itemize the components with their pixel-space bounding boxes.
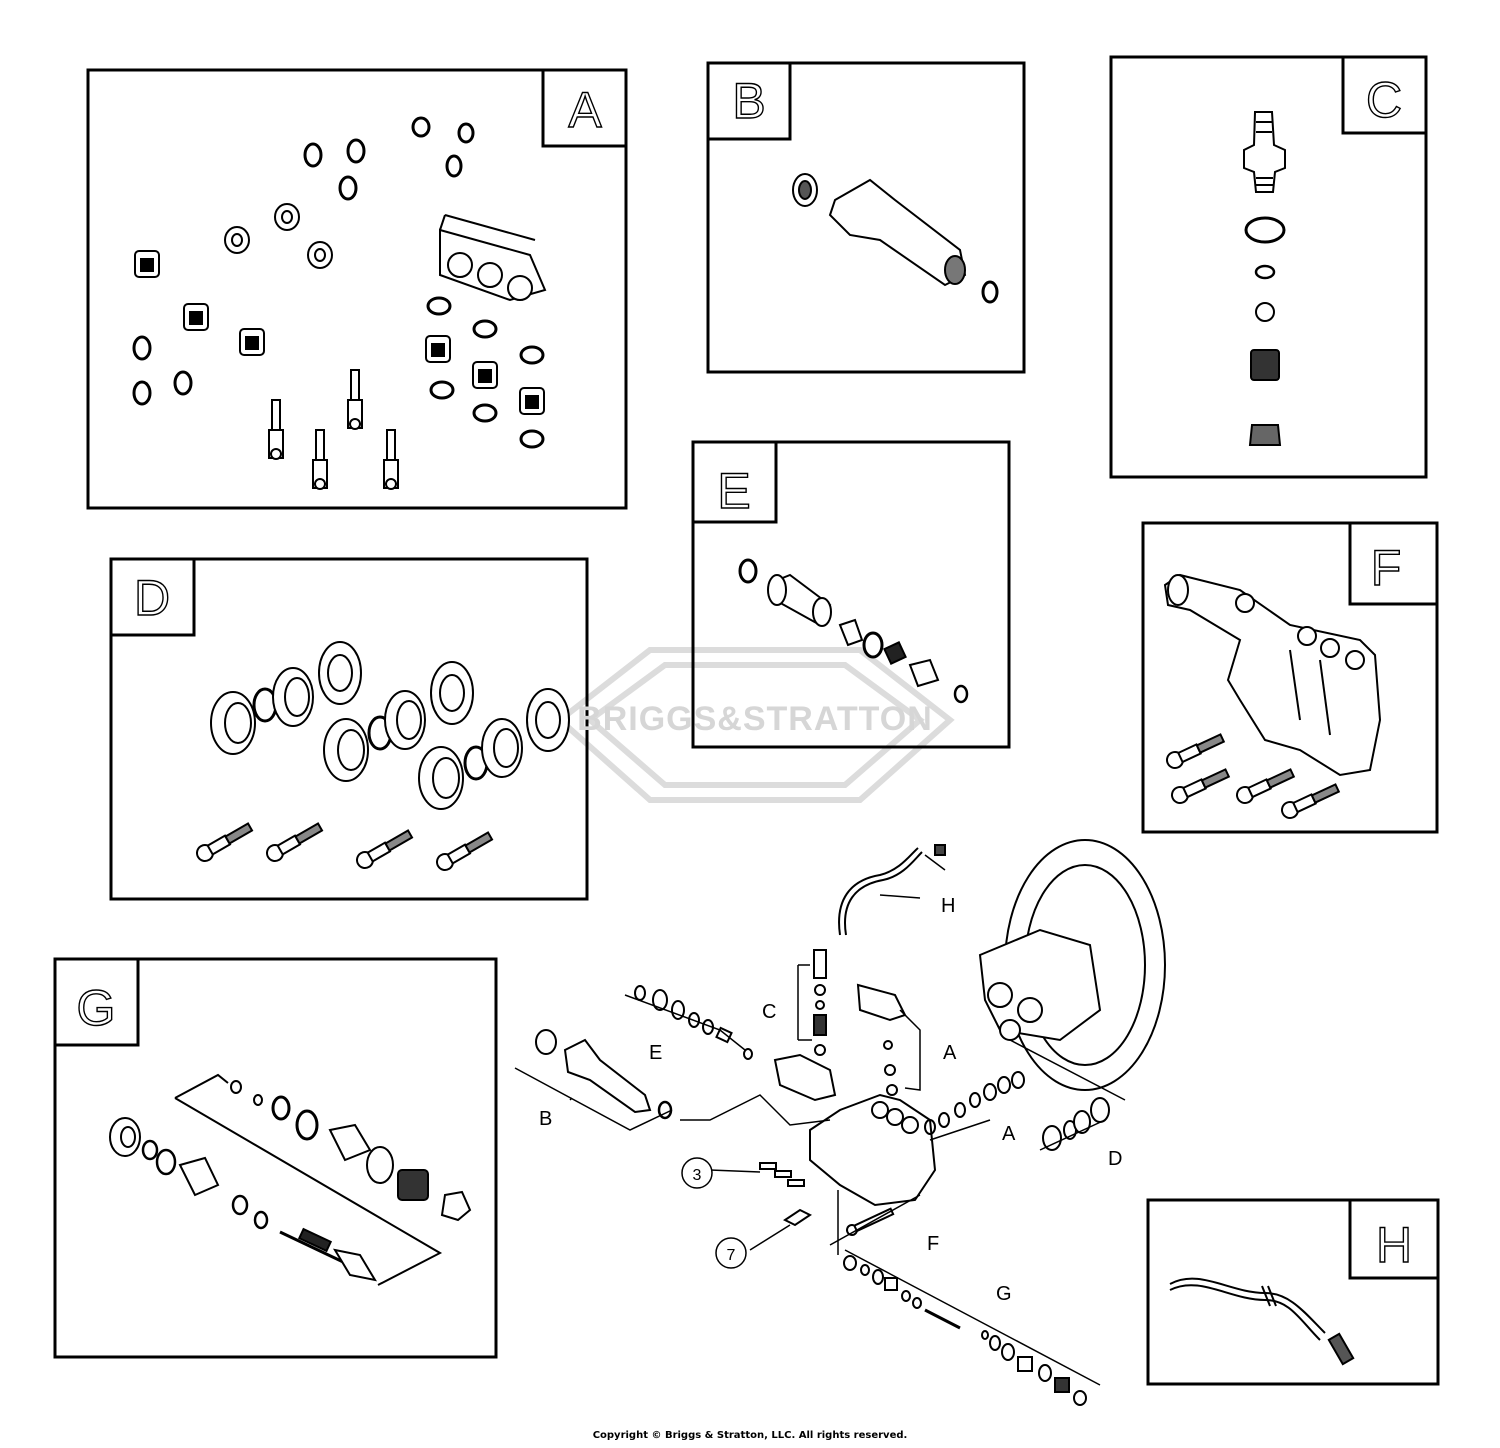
- reference-7: 7: [715, 1237, 747, 1269]
- panel-a-bolts: [268, 369, 399, 490]
- panel-a-label-box: [541, 68, 628, 148]
- watermark-text: BRIGGS&STRATTON: [577, 700, 933, 738]
- panel-d-bolts: [196, 822, 494, 871]
- callout-a-upper: A: [943, 1042, 957, 1064]
- panel-d-label: D: [134, 570, 170, 626]
- panel-f-frame: [1141, 521, 1439, 834]
- panel-e-label: E: [717, 463, 750, 519]
- main-unloader: [535, 1029, 673, 1120]
- panel-g-label-box: [53, 957, 140, 1047]
- copyright-notice: Copyright © Briggs & Stratton, LLC. All …: [592, 1430, 908, 1441]
- main-d-seals: [1042, 1097, 1110, 1151]
- panel-g-parts: [109, 1073, 472, 1286]
- panel-a-manifold: [439, 214, 547, 302]
- panel-h-label-box: [1348, 1198, 1440, 1280]
- panel-c-frame: [1109, 55, 1428, 479]
- panel-d-seals: [210, 641, 570, 810]
- panel-b-frame: [706, 61, 1026, 374]
- callout-d: D: [1108, 1148, 1122, 1170]
- callout-c: C: [762, 1001, 776, 1023]
- crankcase-housing: [978, 839, 1166, 1091]
- reference-3: 3: [681, 1157, 713, 1189]
- panel-a-parts: [132, 116, 545, 449]
- panel-f-bolts: [1166, 733, 1341, 819]
- panel-d-label-box: [109, 557, 196, 637]
- main-injector: [813, 949, 827, 1056]
- panel-h-label: H: [1376, 1217, 1412, 1273]
- panel-b-parts: [792, 173, 999, 304]
- panel-g-label: G: [77, 980, 116, 1036]
- panel-b-label-box: [706, 61, 792, 141]
- callout-a-lower: A: [1002, 1123, 1016, 1145]
- main-g-parts: [843, 1255, 1087, 1406]
- main-hose: [838, 844, 946, 936]
- reference-3-label: 3: [693, 1167, 702, 1184]
- callout-e: E: [649, 1042, 662, 1064]
- callout-b: B: [539, 1108, 552, 1130]
- panel-d-frame: [109, 557, 589, 901]
- panel-a-label: A: [568, 82, 602, 138]
- panel-c-parts: [1243, 111, 1286, 446]
- main-manifold: [856, 983, 907, 1096]
- main-e-parts: [634, 985, 753, 1060]
- panel-c-label-box: [1341, 55, 1428, 135]
- main-pump-head: [773, 1053, 937, 1207]
- panel-b-label: B: [732, 73, 765, 129]
- panel-e-frame: [691, 440, 1011, 749]
- panel-h-parts: [1169, 1277, 1355, 1366]
- callout-h: H: [941, 895, 955, 917]
- panel-g-frame: [53, 957, 498, 1359]
- callout-f: F: [927, 1233, 939, 1255]
- panel-e-parts: [738, 558, 969, 704]
- panel-f-label-box: [1348, 521, 1439, 606]
- panel-f-pump-head: [1163, 573, 1382, 777]
- panel-a-valves: [134, 203, 545, 415]
- leader-lines: [514, 854, 1126, 1386]
- reference-7-label: 7: [727, 1247, 736, 1264]
- watermark-logo: [555, 647, 955, 803]
- panel-h-frame: [1146, 1198, 1440, 1386]
- panel-f-label: F: [1371, 540, 1402, 596]
- panel-c-label: C: [1366, 72, 1402, 128]
- main-a-right-parts: [924, 1071, 1025, 1135]
- callout-g: G: [996, 1283, 1012, 1305]
- panel-e-label-box: [691, 440, 778, 524]
- panel-a-frame: [86, 68, 628, 510]
